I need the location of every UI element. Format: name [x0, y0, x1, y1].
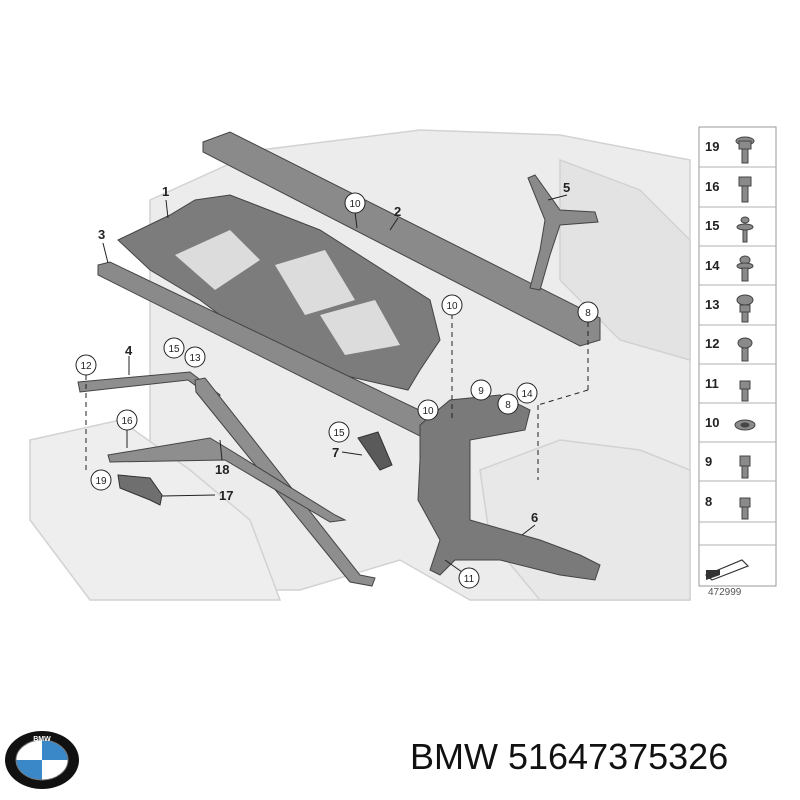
direction-arrow-icon	[704, 559, 750, 581]
circle-label-13: 13	[189, 353, 201, 364]
fastener-legend: 19 16 15 14 13 12 11 10 9 8	[698, 126, 777, 598]
callout-4: 4	[125, 343, 133, 358]
part-lower-carrier	[417, 394, 601, 581]
legend-item-15: 15	[705, 218, 719, 233]
circle-9	[470, 379, 492, 401]
legend-item-10: 10	[705, 415, 719, 430]
callout-6: 6	[531, 510, 538, 525]
legend-item-14: 14	[705, 258, 720, 273]
svg-text:BMW: BMW	[33, 736, 51, 743]
screw-pan-icon	[736, 216, 754, 243]
part-bracket-7	[357, 431, 393, 471]
legend-item-16: 16	[705, 179, 719, 194]
circle-label-9: 9	[478, 386, 484, 397]
part-upper-cross-beam	[202, 131, 601, 347]
circle-label-11: 11	[464, 574, 475, 585]
screw-dome-icon	[737, 337, 753, 362]
circle-label-12: 12	[80, 361, 92, 372]
circle-15-low	[328, 421, 350, 443]
circle-10-mid	[441, 294, 463, 316]
callout-5: 5	[563, 180, 570, 195]
legend-item-12: 12	[705, 336, 719, 351]
nut-flange-icon	[734, 419, 756, 431]
bolt-washer-icon	[736, 255, 754, 282]
circle-label-15-low: 15	[333, 428, 345, 439]
callout-labels: 1 2 3 4 5 6 7 17 18	[98, 180, 570, 525]
bolt-hex-icon	[738, 176, 752, 203]
panel-cutouts	[175, 230, 400, 355]
leader-lines	[85, 194, 589, 573]
bolt-flange-icon	[735, 136, 755, 164]
circle-13	[184, 346, 206, 368]
legend-item-19: 19	[705, 139, 719, 154]
circle-8-right	[577, 301, 599, 323]
legend-item-8: 8	[705, 494, 712, 509]
circled-callouts	[75, 192, 599, 589]
part-strut-18	[194, 377, 376, 587]
circle-label-19: 19	[95, 476, 107, 487]
circle-14	[516, 382, 538, 404]
circle-8-center	[497, 393, 519, 415]
circle-label-10-top: 10	[349, 199, 361, 210]
reference-number: 472999	[708, 587, 742, 598]
circle-label-10-low: 10	[422, 406, 434, 417]
circle-12	[75, 354, 97, 376]
circle-label-15-top: 15	[168, 344, 180, 355]
bolt-long-icon	[739, 455, 751, 479]
bolt-small-icon	[739, 380, 751, 402]
bolt-collar-icon	[736, 294, 754, 323]
fastener-icons	[734, 136, 756, 520]
callout-1: 1	[162, 184, 169, 199]
circle-label-8-right: 8	[585, 308, 591, 319]
legend-item-11: 11	[705, 376, 719, 391]
callout-3: 3	[98, 227, 105, 242]
part-bracket-17	[117, 474, 163, 506]
callout-18: 18	[215, 462, 229, 477]
circle-11	[458, 567, 480, 589]
callout-17: 17	[219, 488, 233, 503]
circle-16	[116, 409, 138, 431]
legend-item-13: 13	[705, 297, 719, 312]
bolt-short-icon	[739, 497, 751, 520]
circle-label-10-mid: 10	[446, 301, 458, 312]
circle-label-16: 16	[121, 416, 133, 427]
circle-19	[90, 469, 112, 491]
circle-label-8-center: 8	[505, 400, 511, 411]
circle-label-14: 14	[521, 389, 533, 400]
legend-item-9: 9	[705, 454, 712, 469]
circled-callout-labels: 10 10 10 8 8 9 14 12 15 15 13 16 19 11	[80, 199, 591, 585]
part-number-label: BMW 51647375326	[410, 736, 729, 777]
bmw-logo: BMW	[5, 731, 79, 789]
circle-10-top	[344, 192, 366, 214]
callout-2: 2	[394, 204, 401, 219]
part-strut-lower	[107, 437, 347, 523]
part-y-bracket	[527, 174, 599, 291]
circle-10-low	[417, 399, 439, 421]
circle-15-top	[163, 337, 185, 359]
callout-7: 7	[332, 445, 339, 460]
